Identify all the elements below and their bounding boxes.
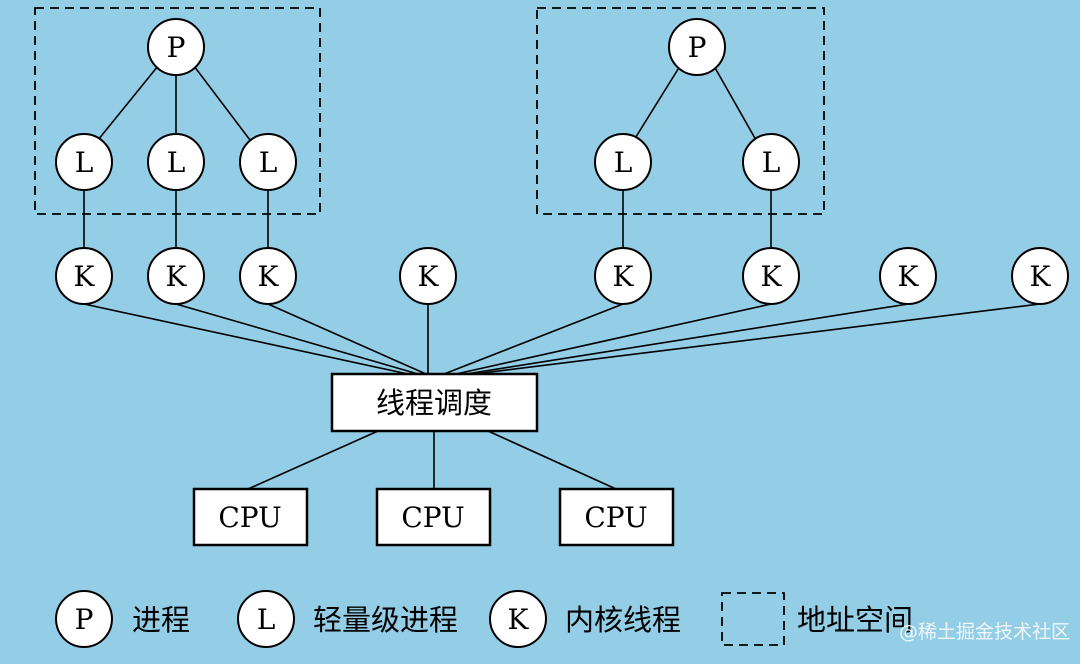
legend-process-letter: P bbox=[75, 603, 94, 636]
cpu-box-1: CPU bbox=[192, 487, 309, 547]
legend-lwp-symbol: L bbox=[237, 590, 295, 648]
process-node-1-label: P bbox=[167, 31, 186, 64]
edge-sched-cpu3 bbox=[487, 430, 617, 490]
lwp-node-4-label: L bbox=[614, 146, 633, 179]
legend-kernel-thread-label: 内核线程 bbox=[565, 603, 681, 637]
process-node-2: P bbox=[668, 18, 726, 76]
cpu-box-3-label: CPU bbox=[584, 501, 647, 534]
kernel-thread-node-3: K bbox=[239, 247, 297, 305]
lwp-node-5: L bbox=[742, 133, 800, 191]
lwp-node-1: L bbox=[55, 133, 113, 191]
legend-address-space-label: 地址空间 bbox=[797, 603, 913, 637]
kernel-thread-node-7-label: K bbox=[898, 260, 920, 293]
cpu-box-1-label: CPU bbox=[218, 501, 281, 534]
lwp-node-5-label: L bbox=[762, 146, 781, 179]
lwp-node-1-label: L bbox=[75, 146, 94, 179]
edge-k5-sched bbox=[443, 303, 624, 375]
edge-sched-cpu1 bbox=[247, 430, 379, 490]
edge-p2-l4 bbox=[633, 65, 681, 141]
legend-process-symbol: P bbox=[55, 590, 113, 648]
kernel-thread-node-2-label: K bbox=[166, 260, 188, 293]
legend-lwp-label: 轻量级进程 bbox=[313, 603, 458, 637]
edge-p1-l3 bbox=[193, 65, 251, 141]
edge-k1-sched bbox=[83, 303, 409, 375]
lwp-node-3-label: L bbox=[259, 146, 278, 179]
kernel-thread-node-4-label: K bbox=[418, 260, 440, 293]
kernel-thread-node-1: K bbox=[55, 247, 113, 305]
kernel-thread-node-5: K bbox=[594, 247, 652, 305]
kernel-thread-node-6: K bbox=[742, 247, 800, 305]
kernel-thread-node-8: K bbox=[1011, 247, 1069, 305]
lwp-node-3: L bbox=[239, 133, 297, 191]
lwp-node-4: L bbox=[594, 133, 652, 191]
legend-lwp-letter: L bbox=[257, 603, 276, 636]
lwp-node-2: L bbox=[147, 133, 205, 191]
process-node-2-label: P bbox=[688, 31, 707, 64]
kernel-thread-node-3-label: K bbox=[258, 260, 280, 293]
legend-kernel-thread-letter: K bbox=[508, 603, 530, 636]
legend-address-space-symbol bbox=[721, 592, 785, 646]
legend-process-label: 进程 bbox=[132, 603, 190, 637]
thread-scheduler-label: 线程调度 bbox=[376, 386, 492, 420]
edge-k3-sched bbox=[267, 303, 427, 375]
edge-k8-sched bbox=[473, 303, 1041, 375]
kernel-thread-node-1-label: K bbox=[74, 260, 96, 293]
edge-k6-sched bbox=[455, 303, 772, 375]
address-space-2 bbox=[536, 7, 825, 215]
edge-p2-l5 bbox=[713, 65, 757, 141]
thread-scheduler-box: 线程调度 bbox=[330, 372, 539, 433]
watermark: @稀土掘金技术社区 bbox=[899, 621, 1070, 643]
kernel-thread-node-5-label: K bbox=[613, 260, 635, 293]
process-node-1: P bbox=[147, 18, 205, 76]
lwp-node-2-label: L bbox=[167, 146, 186, 179]
edge-k7-sched bbox=[465, 303, 909, 375]
cpu-box-3: CPU bbox=[558, 487, 675, 547]
edge-p1-l1 bbox=[97, 65, 159, 141]
legend-kernel-thread-symbol: K bbox=[489, 590, 547, 648]
cpu-box-2-label: CPU bbox=[401, 501, 464, 534]
kernel-thread-node-6-label: K bbox=[761, 260, 783, 293]
legend: P 进程 L 轻量级进程 K 内核线程 地址空间 bbox=[55, 590, 913, 648]
cpu-box-2: CPU bbox=[375, 487, 492, 547]
kernel-thread-node-2: K bbox=[147, 247, 205, 305]
edge-k2-sched bbox=[175, 303, 419, 375]
kernel-thread-node-8-label: K bbox=[1030, 260, 1052, 293]
kernel-thread-node-7: K bbox=[879, 247, 937, 305]
address-space-1 bbox=[34, 7, 321, 215]
kernel-thread-node-4: K bbox=[399, 247, 457, 305]
